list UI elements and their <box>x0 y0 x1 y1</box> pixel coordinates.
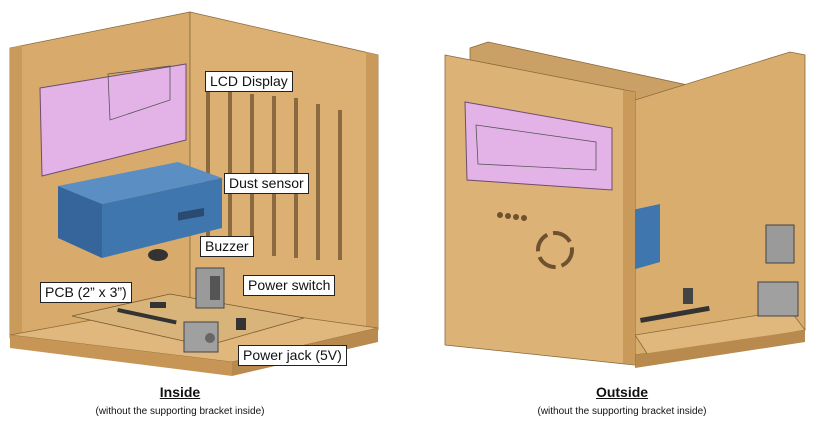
power-switch <box>765 224 795 264</box>
inside-view <box>9 11 379 376</box>
outside-view <box>444 41 806 368</box>
caption-outside: Outside (without the supporting bracket … <box>522 384 722 417</box>
label-buzzer: Buzzer <box>200 236 254 257</box>
lcd-display <box>39 63 187 177</box>
floor-edge <box>635 330 805 368</box>
right-wall-edge <box>366 52 378 330</box>
power-jack <box>757 281 799 317</box>
caption-inside-title: Inside <box>159 384 201 400</box>
label-power-switch: Power switch <box>243 275 336 296</box>
floor-front-left <box>10 335 232 376</box>
pcb <box>71 293 305 347</box>
button-holes <box>497 212 527 221</box>
caption-outside-subtitle: (without the supporting bracket inside) <box>537 406 707 417</box>
lcd-display <box>464 101 613 191</box>
caption-inside: Inside (without the supporting bracket i… <box>80 384 280 417</box>
front-panel-edge <box>623 90 635 365</box>
left-wall-edge <box>10 45 22 338</box>
pin-header <box>683 288 693 304</box>
label-dust-sensor: Dust sensor <box>224 173 309 194</box>
buzzer <box>148 249 168 261</box>
pcb-components <box>117 302 246 330</box>
front-panel <box>444 54 636 366</box>
buzzer-vent <box>536 231 574 269</box>
label-lcd-display: LCD Display <box>205 71 293 92</box>
dust-sensor-front <box>58 186 102 258</box>
caption-outside-title: Outside <box>595 384 649 400</box>
power-switch <box>195 267 225 309</box>
label-power-jack: Power jack (5V) <box>238 345 347 366</box>
dust-sensor-top <box>58 162 222 204</box>
power-jack <box>183 321 219 353</box>
caption-inside-subtitle: (without the supporting bracket inside) <box>95 406 265 417</box>
dust-sensor <box>632 204 660 270</box>
label-pcb: PCB (2” x 3”) <box>40 282 132 303</box>
dust-sensor-side <box>102 178 222 258</box>
